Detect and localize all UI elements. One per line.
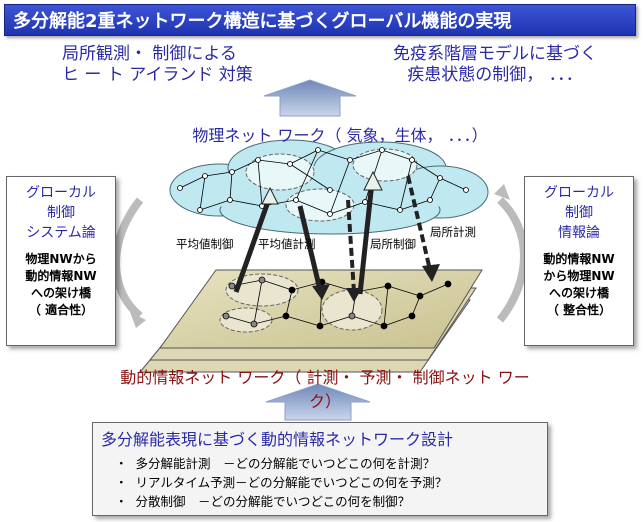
goal-left-line-1: 局所観測・ 制御による xyxy=(62,44,237,64)
label-average-measure: 平均値計測 xyxy=(258,237,316,251)
diagram-title: 多分解能2重ネットワーク構造に基づくグローバル機能の実現 xyxy=(13,11,512,32)
left-box-body-line-4: （ 適合性） xyxy=(28,303,94,317)
physical-network-cloud xyxy=(169,139,489,235)
right-box-title-line-2: 制御 xyxy=(565,205,593,221)
left-box-body-line-1: 物理NWから xyxy=(25,252,97,266)
up-arrow-top xyxy=(263,79,357,117)
goal-heat-island: 局所観測・ 制御による ヒ ー ト アイランド 対策 xyxy=(62,44,292,86)
diagram-title-banner: 多分解能2重ネットワーク構造に基づくグローバル機能の実現 xyxy=(4,4,636,36)
right-box-title-line-3: 情報論 xyxy=(558,225,600,241)
design-item-measurement: 多分解能計測 －どの分解能でいつどこの何を計測？ xyxy=(115,454,547,473)
label-local-measure: 局所計測 xyxy=(430,225,476,239)
label-average-control: 平均値制御 xyxy=(176,237,234,251)
right-box-body-line-1: 動的情報NW xyxy=(543,252,615,266)
design-item-control: 分散制御 －どの分解能でいつどこの何を制御？ xyxy=(115,492,547,511)
glocal-control-systems-box: グローカル 制御 システム論 物理NWから 動的情報NW への架け橋 （ 適合性… xyxy=(6,176,116,346)
design-box: 多分解能表現に基づく動的情報ネットワーク設計 多分解能計測 －どの分解能でいつど… xyxy=(92,422,548,516)
label-local-control: 局所制御 xyxy=(370,237,416,251)
design-list: 多分解能計測 －どの分解能でいつどこの何を計測？ リアルタイム予測－どの分解能で… xyxy=(93,454,547,511)
physical-network-title: 物理ネット ワーク（ 気象，生体， ．．．） xyxy=(192,126,488,145)
right-box-body-line-3: への架け橋 xyxy=(548,286,609,300)
design-item-prediction: リアルタイム予測－どの分解能でいつどこの何を予測？ xyxy=(115,473,547,492)
left-box-body: 物理NWから 動的情報NW への架け橋 （ 適合性） xyxy=(7,251,115,319)
right-curved-arrow xyxy=(496,197,528,323)
left-box-title-line-2: 制御 xyxy=(47,205,75,221)
left-curved-arrow xyxy=(112,197,144,320)
goal-right-line-1: 免疫系階層モデルに基づく xyxy=(393,44,597,64)
dynamic-network-title: 動的情報ネット ワーク（ 計測・ 予測・ 制御ネット ワーク） xyxy=(120,368,530,411)
glocal-control-information-box: グローカル 制御 情報論 動的情報NW から物理NW への架け橋 （ 整合性） xyxy=(524,176,634,346)
left-box-title-line-3: システム論 xyxy=(26,225,96,241)
left-box-title: グローカル 制御 システム論 xyxy=(7,183,115,243)
left-box-title-line-1: グローカル xyxy=(26,185,96,201)
dynamic-network-clusters xyxy=(219,273,383,333)
control-measure-arrows xyxy=(233,170,440,302)
physical-network-nodes xyxy=(177,147,469,217)
right-box-body-line-4: （ 整合性） xyxy=(546,303,612,317)
physical-network-edges xyxy=(179,149,467,215)
left-box-body-line-2: 動的情報NW xyxy=(25,269,97,283)
right-box-title: グローカル 制御 情報論 xyxy=(525,183,633,243)
right-box-body-line-2: から物理NW xyxy=(543,269,615,283)
right-curved-arrow-head xyxy=(494,184,510,200)
goal-right-line-2: 疾患状態の制御， ．．． xyxy=(407,65,583,85)
design-box-title: 多分解能表現に基づく動的情報ネットワーク設計 xyxy=(101,430,454,449)
goal-immune-model: 免疫系階層モデルに基づく 疾患状態の制御， ．．． xyxy=(360,44,630,86)
left-box-body-line-3: への架け橋 xyxy=(30,286,91,300)
goal-left-line-2: ヒ ー ト アイランド 対策 xyxy=(62,65,253,85)
right-box-title-line-1: グローカル xyxy=(544,185,614,201)
right-box-body: 動的情報NW から物理NW への架け橋 （ 整合性） xyxy=(525,251,633,319)
up-arrow-bottom xyxy=(265,383,371,421)
left-curved-arrow-head xyxy=(130,312,146,328)
